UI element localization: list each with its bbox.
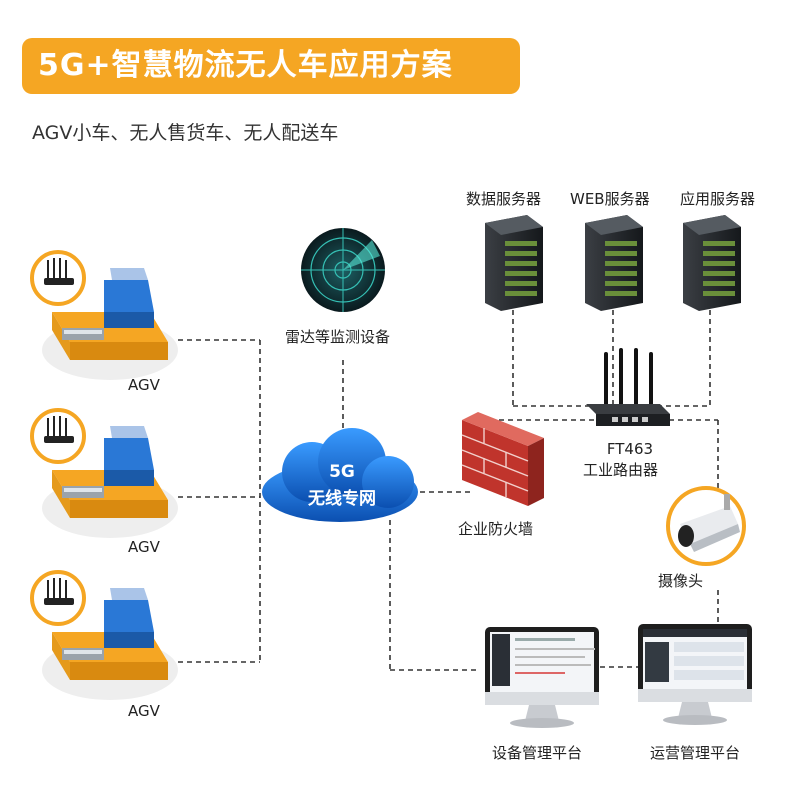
agv-label-3: AGV (128, 702, 160, 720)
server-label-web: WEB服务器 (570, 190, 650, 208)
server-label-app: 应用服务器 (680, 190, 756, 208)
device-platform-label: 设备管理平台 (492, 744, 583, 762)
page-subtitle: AGV小车、无人售货车、无人配送车 (32, 122, 339, 144)
agv-label-1: AGV (128, 376, 160, 394)
radar-label: 雷达等监测设备 (285, 328, 391, 346)
firewall-icon (461, 412, 544, 506)
router-name-label: 工业路由器 (583, 461, 659, 479)
operation-platform-label: 运营管理平台 (650, 744, 741, 762)
device-platform-screen-content (492, 634, 595, 686)
server-label-data: 数据服务器 (466, 190, 542, 208)
camera-label: 摄像头 (658, 572, 704, 590)
router-model-label: FT463 (606, 440, 654, 458)
agv-vehicle-2 (30, 408, 180, 540)
page-title: 5G+智慧物流无人车应用方案 (22, 38, 520, 94)
network-label-line1: 5G (329, 462, 355, 482)
agv-vehicle-3 (30, 570, 180, 702)
operation-platform-screen-content (643, 629, 747, 682)
router-icon (586, 348, 670, 426)
data-server-icon (485, 215, 543, 311)
app-server-icon (683, 215, 741, 311)
agv-label-2: AGV (128, 538, 160, 556)
network-label-line2: 无线专网 (308, 489, 376, 509)
firewall-label: 企业防火墙 (458, 520, 534, 538)
web-server-icon (585, 215, 643, 311)
cloud-icon (262, 428, 418, 522)
agv-vehicle-1 (30, 250, 180, 382)
radar-icon (301, 228, 385, 312)
camera-icon (666, 486, 746, 566)
